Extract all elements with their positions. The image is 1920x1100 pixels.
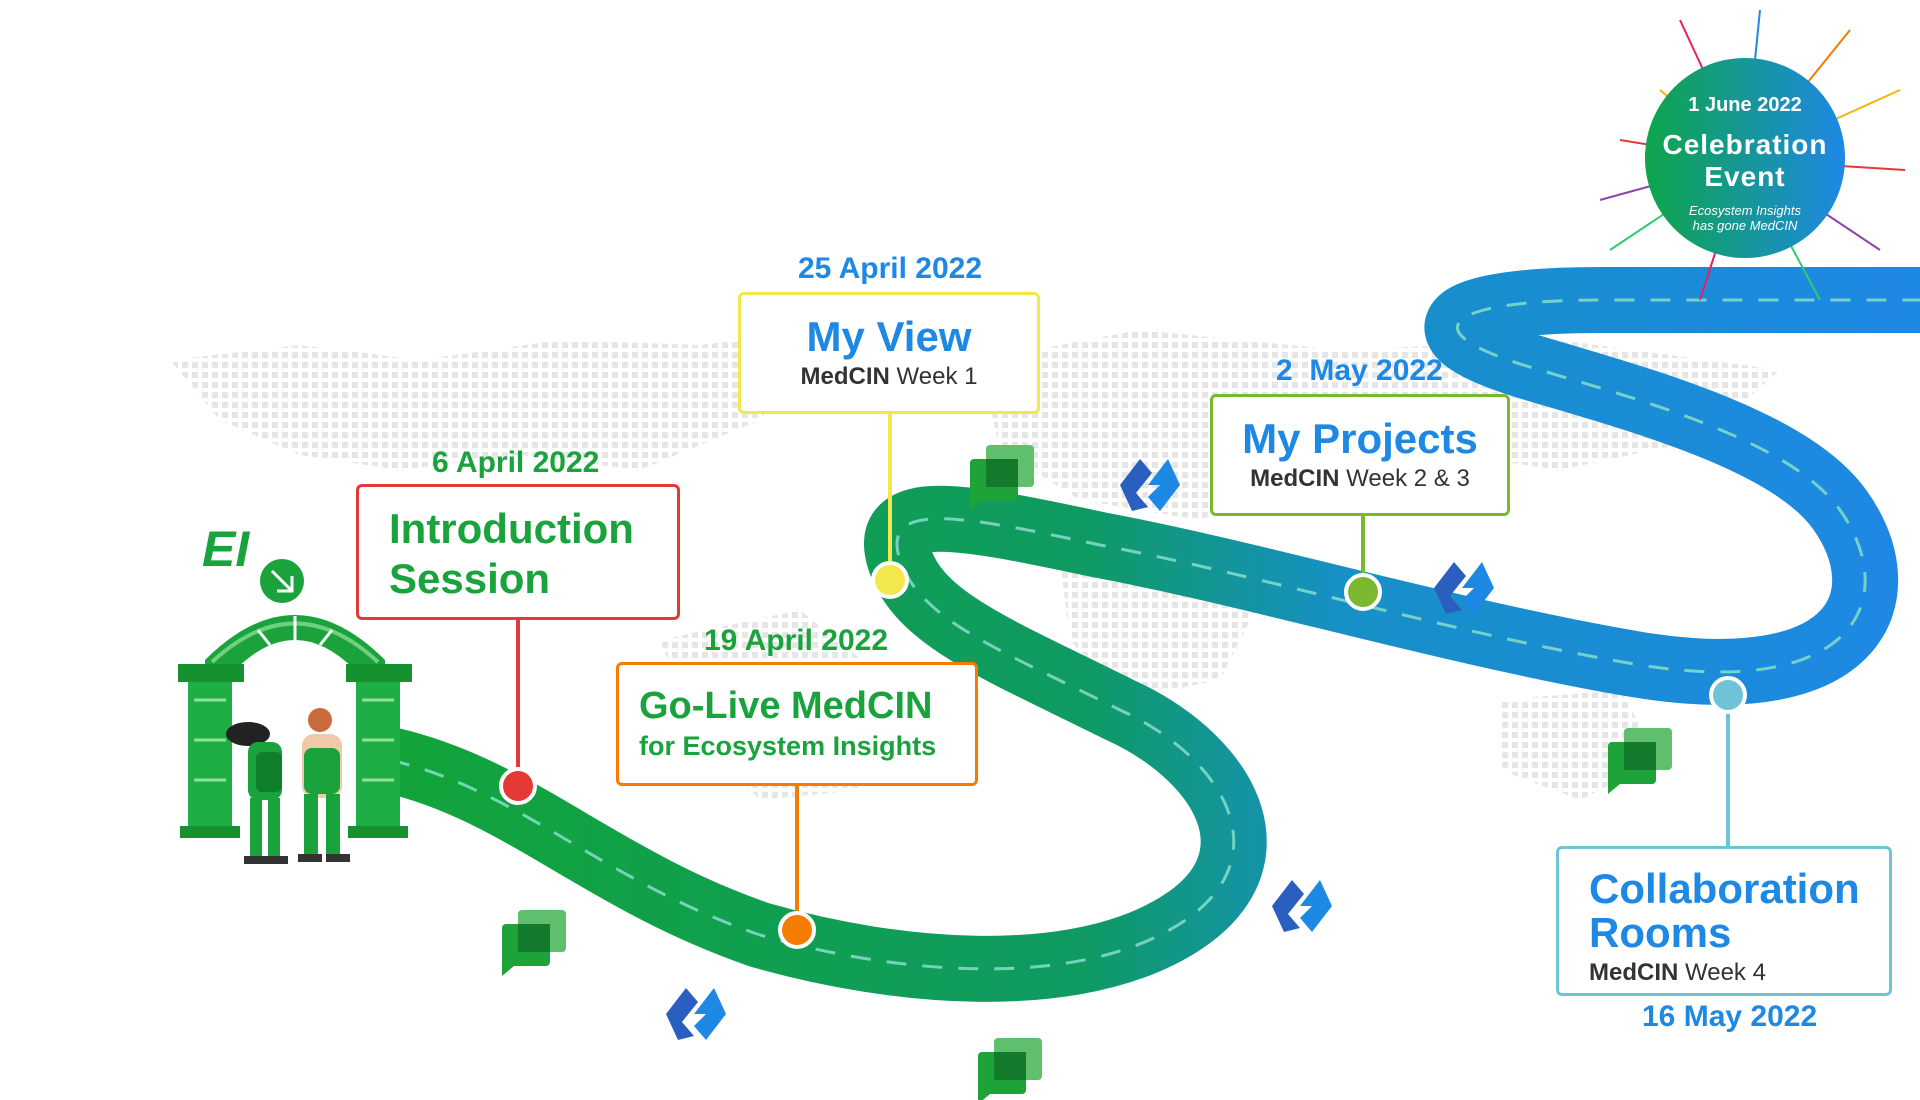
- milestone-2-card: Go-Live MedCIN for Ecosystem Insights: [616, 662, 978, 786]
- celebration-title-line2: Event: [1704, 161, 1786, 192]
- milestone-5-subtitle: MedCIN Week 4: [1589, 959, 1859, 987]
- milestone-5-card: Collaboration Rooms MedCIN Week 4: [1556, 846, 1892, 996]
- milestone-5-title-line1: Collaboration: [1589, 865, 1860, 912]
- milestone-dot-4: [1344, 573, 1382, 611]
- travelers-icon: [226, 708, 350, 864]
- milestone-connectors: [499, 414, 1747, 949]
- milestone-dot-1: [499, 767, 537, 805]
- milestone-3-date: 25 April 2022: [798, 252, 982, 285]
- app-logo-icon: [1434, 562, 1494, 614]
- road: [382, 267, 1920, 1002]
- milestone-2-subtitle: for Ecosystem Insights: [639, 730, 937, 761]
- chat-icon: [970, 445, 1034, 511]
- milestone-4-card: My Projects MedCIN Week 2 & 3: [1210, 394, 1510, 516]
- archway-icon: [178, 615, 412, 838]
- milestone-3-subtitle: MedCIN Week 1: [751, 363, 1027, 391]
- chat-icon: [502, 910, 566, 976]
- milestone-1-card: Introduction Session: [356, 484, 680, 620]
- milestone-4-subtitle: MedCIN Week 2 & 3: [1223, 465, 1497, 493]
- app-logo-icon: [1272, 880, 1332, 932]
- milestone-1-date: 6 April 2022: [432, 446, 600, 479]
- milestone-3-title: My View: [806, 313, 972, 360]
- celebration-date: 1 June 2022: [1688, 94, 1802, 116]
- milestone-1-title-line2: Session: [389, 555, 551, 603]
- milestone-2-title: Go-Live MedCIN: [639, 685, 933, 727]
- milestone-4-sub-bold: MedCIN: [1250, 465, 1340, 493]
- milestone-3-sub-rest: Week 1: [889, 363, 978, 391]
- milestone-4-date: 2 May 2022: [1276, 354, 1443, 387]
- celebration-subtitle-line1: Ecosystem Insights: [1689, 203, 1801, 218]
- celebration-title-line1: Celebration: [1662, 129, 1828, 160]
- chat-icon: [978, 1038, 1042, 1100]
- celebration-text: 1 June 2022 Celebration Event Ecosystem …: [1645, 94, 1845, 233]
- milestone-5-title-line2: Rooms: [1589, 909, 1732, 957]
- celebration-badge: [1645, 58, 1845, 258]
- milestone-dot-2: [778, 911, 816, 949]
- milestone-3-sub-bold: MedCIN: [800, 363, 890, 391]
- milestone-4-title: My Projects: [1242, 415, 1478, 462]
- milestone-5-sub-bold: MedCIN: [1589, 959, 1679, 987]
- arrow-down-right-icon: [260, 559, 304, 603]
- celebration-subtitle-line2: has gone MedCIN: [1692, 218, 1798, 233]
- milestone-dot-3: [871, 561, 909, 599]
- app-logo-icon: [666, 988, 726, 1040]
- milestone-dot-5: [1709, 676, 1747, 714]
- milestone-2-date: 19 April 2022: [704, 624, 888, 657]
- milestone-3-card: My View MedCIN Week 1: [738, 292, 1040, 414]
- chat-icon: [1608, 728, 1672, 794]
- milestone-5-sub-rest: Week 4: [1678, 959, 1766, 987]
- milestone-5-date: 16 May 2022: [1642, 1000, 1818, 1033]
- ei-logo: EI: [202, 521, 250, 577]
- milestone-4-sub-rest: Week 2 & 3: [1339, 465, 1470, 493]
- app-logo-icon: [1120, 459, 1180, 511]
- milestone-1-title-line1: Introduction: [389, 505, 634, 552]
